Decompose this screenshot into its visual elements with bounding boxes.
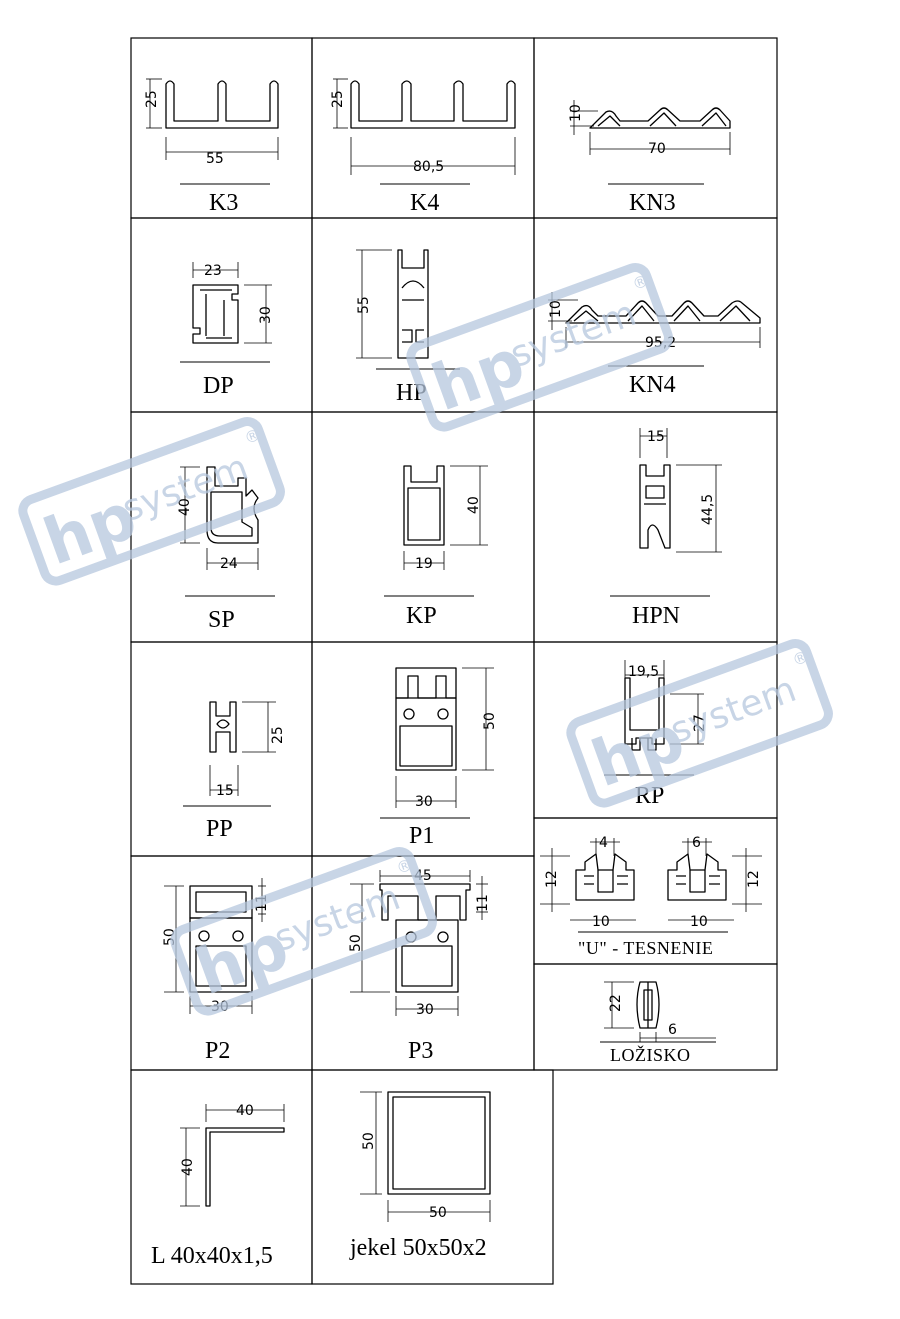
p1-height: 50 — [482, 712, 498, 730]
u-seal-gap-left: 4 — [599, 835, 608, 851]
profile-p1: 50 30 P1 — [380, 667, 498, 849]
watermark-1-mark: ® — [242, 425, 264, 448]
k3-width: 55 — [206, 151, 224, 167]
kn3-height: 10 — [568, 104, 584, 122]
tube-height: 50 — [361, 1132, 377, 1150]
u-seal-label: "U" - TESNENIE — [578, 938, 713, 958]
hpn-label: HPN — [632, 603, 680, 629]
tube-label: jekel 50x50x2 — [349, 1235, 487, 1261]
p3-height-top: 11 — [475, 894, 491, 912]
dp-width: 23 — [204, 263, 222, 279]
dp-shape — [192, 284, 239, 344]
p3-label: P3 — [408, 1038, 433, 1064]
sp-height: 40 — [177, 498, 193, 516]
profile-bearing: 22 6 LOŽISKO — [600, 981, 716, 1065]
p3-width: 30 — [416, 1002, 434, 1018]
kp-shape — [403, 465, 445, 546]
angle-label: L 40x40x1,5 — [151, 1243, 273, 1269]
p1-width: 30 — [415, 794, 433, 810]
hp-height: 55 — [356, 296, 372, 314]
bearing-height: 22 — [608, 994, 624, 1012]
watermark-2: hp system ® — [406, 262, 673, 432]
u-seal-width-right: 10 — [690, 914, 708, 930]
u-seal-width-left: 10 — [592, 914, 610, 930]
profile-pp: 25 15 PP — [183, 701, 286, 842]
k3-height: 25 — [144, 90, 160, 108]
watermark-1: hp system ® — [18, 416, 285, 586]
dp-label: DP — [203, 373, 234, 399]
profile-u-seal: 4 6 12 12 10 10 "U" - TESNENIE — [540, 835, 762, 958]
kn4-height: 10 — [548, 300, 564, 318]
profile-angle: 40 40 L 40x40x1,5 — [151, 1103, 285, 1269]
catalog-grid — [130, 37, 778, 1285]
u-seal-height-right: 12 — [746, 870, 762, 888]
u-seal-right — [667, 853, 727, 901]
u-seal-left — [575, 853, 635, 901]
bearing-shape — [636, 981, 660, 1029]
kp-label: KP — [406, 603, 437, 629]
sp-shape — [206, 466, 259, 544]
profile-k4: 80,5 25 K4 — [330, 78, 516, 216]
rp-height: 27 — [692, 714, 708, 732]
watermark-3: hp system ® — [566, 638, 833, 808]
dp-height: 30 — [258, 306, 274, 324]
k4-label: K4 — [410, 190, 439, 216]
sp-width: 24 — [220, 556, 238, 572]
kp-width: 19 — [415, 556, 433, 572]
kp-height: 40 — [466, 496, 482, 514]
pp-width: 15 — [216, 783, 234, 799]
tube-inner — [392, 1096, 486, 1190]
profile-kp: 40 19 KP — [384, 465, 488, 629]
k3-shape — [165, 80, 279, 129]
watermark-2-mark: ® — [630, 271, 652, 294]
bearing-width: 6 — [668, 1022, 677, 1038]
p2-label: P2 — [205, 1038, 230, 1064]
kn4-shape — [565, 300, 761, 324]
p3-height: 50 — [348, 934, 364, 952]
pp-shape — [209, 701, 237, 753]
hpn-height: 44,5 — [700, 494, 716, 525]
sp-label: SP — [208, 607, 235, 633]
tube-width: 50 — [429, 1205, 447, 1221]
kn3-shape — [589, 107, 731, 129]
u-seal-height-left: 12 — [544, 870, 560, 888]
bearing-label: LOŽISKO — [610, 1044, 691, 1065]
u-seal-gap-right: 6 — [692, 835, 701, 851]
p1-shape — [395, 667, 457, 699]
k4-width: 80,5 — [413, 159, 444, 175]
p1-label: P1 — [409, 823, 434, 849]
pp-height: 25 — [270, 726, 286, 744]
pp-label: PP — [206, 816, 233, 842]
k4-shape — [350, 80, 516, 129]
kn3-label: KN3 — [629, 190, 676, 216]
angle-width: 40 — [236, 1103, 254, 1119]
rp-width: 19,5 — [628, 664, 659, 680]
k4-height: 25 — [330, 90, 346, 108]
k3-label: K3 — [209, 190, 238, 216]
profile-hpn: 15 44,5 HPN — [610, 428, 722, 629]
profile-dp: 23 30 DP — [180, 262, 274, 399]
profile-tube: 50 50 jekel 50x50x2 — [349, 1091, 491, 1261]
tube-outer — [387, 1091, 491, 1195]
watermark-3-mark: ® — [790, 647, 812, 670]
angle-height: 40 — [180, 1158, 196, 1176]
profile-kn3: 10 70 KN3 — [568, 100, 731, 216]
kn4-label: KN4 — [629, 372, 676, 398]
kn3-width: 70 — [648, 141, 666, 157]
profile-k3: 55 25 K3 — [144, 78, 279, 216]
angle-shape — [205, 1127, 285, 1207]
hpn-shape — [639, 464, 671, 549]
watermark-4-mark: ® — [394, 855, 416, 878]
hpn-width: 15 — [647, 429, 665, 445]
rp-shape — [624, 677, 665, 745]
